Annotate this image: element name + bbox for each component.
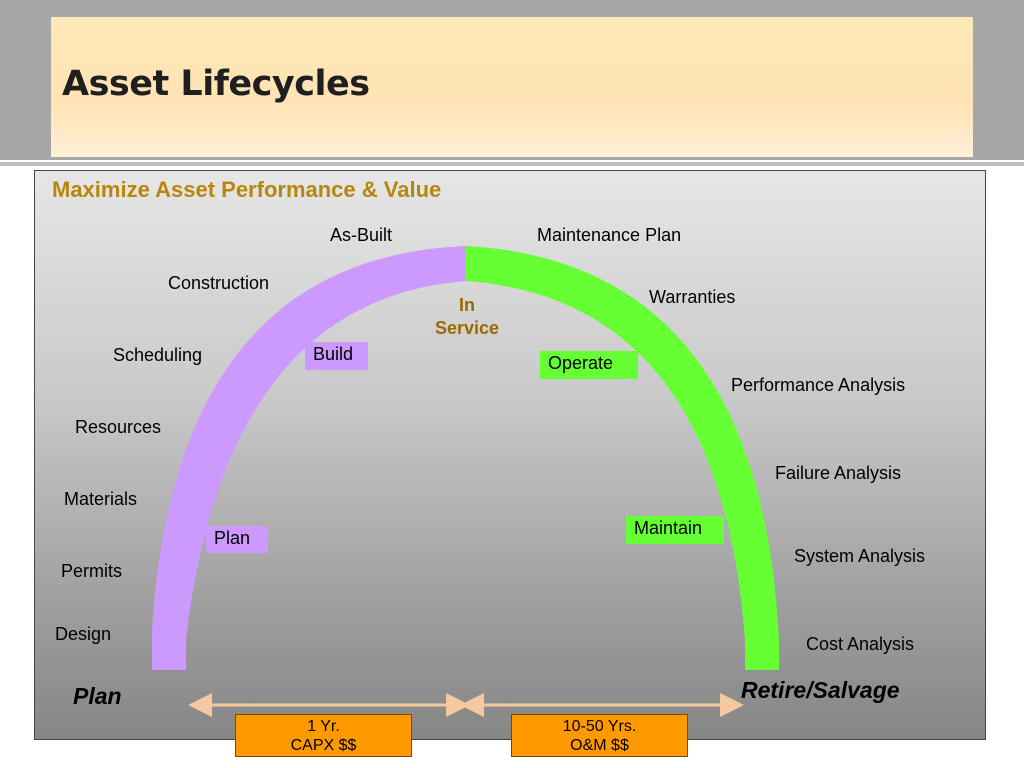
start-label: Plan (73, 683, 122, 709)
end-label: Retire/Salvage (741, 677, 900, 703)
label-warranties: Warranties (649, 287, 736, 307)
panel-title: Maximize Asset Performance & Value (52, 177, 442, 202)
operate-maintain-arc (466, 246, 779, 670)
capx-box: 1 Yr. CAPX $$ (235, 714, 412, 757)
in-service-label: In Service (434, 295, 500, 338)
label-materials: Materials (64, 489, 138, 509)
label-scheduling: Scheduling (113, 345, 203, 365)
phase-operate: Operate (540, 351, 638, 379)
label-maintenance-plan: Maintenance Plan (537, 225, 682, 245)
label-construction: Construction (168, 273, 270, 293)
label-resources: Resources (75, 417, 162, 437)
label-as-built: As-Built (330, 225, 393, 245)
slide-title: Asset Lifecycles (62, 64, 370, 104)
label-performance-analysis: Performance Analysis (731, 375, 906, 395)
phase-plan: Plan (206, 526, 268, 553)
label-failure-analysis: Failure Analysis (775, 463, 902, 483)
label-design: Design (55, 624, 112, 644)
header-divider (0, 162, 1024, 166)
phase-maintain: Maintain (626, 516, 724, 544)
title-box (51, 17, 973, 157)
om-box: 10-50 Yrs. O&M $$ (511, 714, 688, 757)
phase-build: Build (305, 342, 368, 370)
label-system-analysis: System Analysis (794, 546, 926, 566)
label-permits: Permits (61, 561, 123, 581)
plan-build-arc (152, 246, 466, 670)
label-cost-analysis: Cost Analysis (806, 634, 915, 654)
